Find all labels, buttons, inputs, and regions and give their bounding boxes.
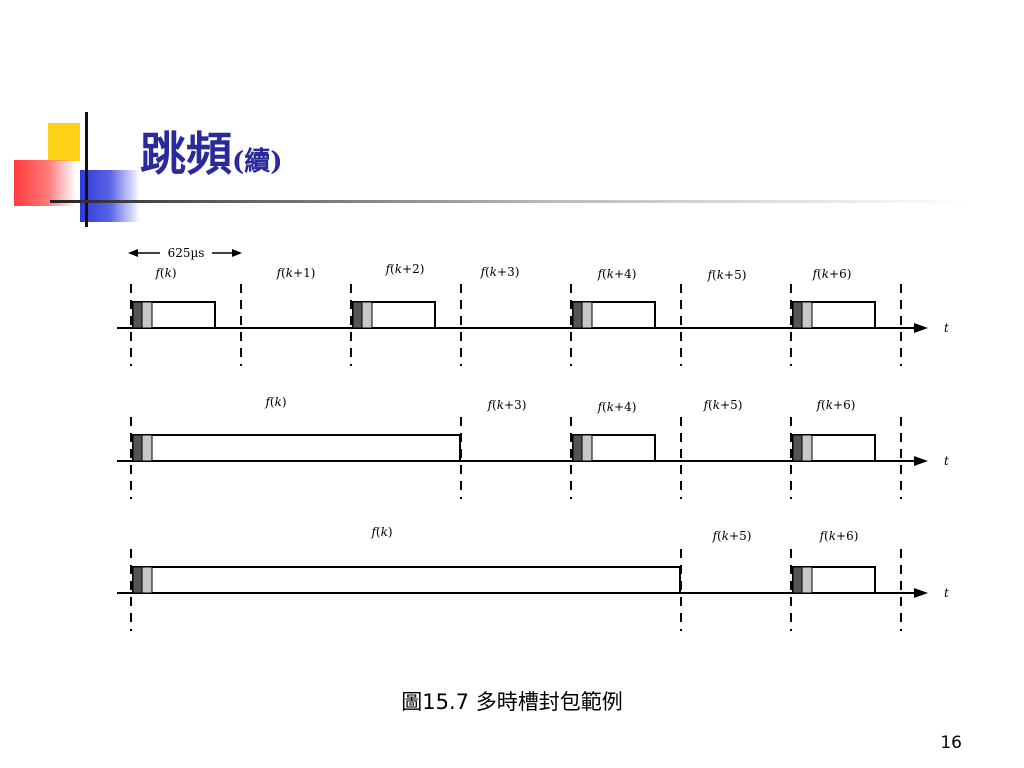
slot-duration-arrowhead-right bbox=[232, 249, 242, 257]
packet-access-code bbox=[132, 434, 143, 462]
packet-header bbox=[141, 434, 153, 462]
packet-access-code bbox=[792, 301, 803, 329]
packet-box bbox=[132, 566, 681, 594]
slide-title-sub: (續) bbox=[232, 147, 283, 177]
packet-access-code bbox=[352, 301, 363, 329]
packet-access-code bbox=[132, 301, 143, 329]
decor-vertical-line bbox=[85, 112, 88, 227]
hop-frequency-label: f(k+4) bbox=[597, 267, 637, 281]
packet-header bbox=[801, 301, 813, 329]
hop-frequency-label: f(k+5) bbox=[712, 529, 752, 543]
hop-frequency-label: f(k+6) bbox=[816, 398, 856, 412]
hop-frequency-label: f(k+2) bbox=[385, 262, 425, 276]
hop-frequency-label: f(k+6) bbox=[812, 267, 852, 281]
time-axis-arrowhead bbox=[914, 323, 928, 333]
hop-frequency-label: f(k) bbox=[370, 525, 392, 539]
page-number: 16 bbox=[940, 733, 962, 753]
hop-frequency-label: f(k+4) bbox=[597, 400, 637, 414]
packet-access-code bbox=[132, 566, 143, 594]
hop-frequency-label: f(k+5) bbox=[707, 268, 747, 282]
packet-header bbox=[141, 301, 153, 329]
packet-access-code bbox=[572, 301, 583, 329]
time-axis-label: t bbox=[944, 321, 949, 335]
slide-title-main: 跳頻 bbox=[140, 127, 232, 181]
slot-duration-label: 625µs bbox=[168, 246, 205, 260]
slot-duration-arrowhead-left bbox=[128, 249, 138, 257]
hop-frequency-label: f(k) bbox=[264, 395, 286, 409]
packet-header bbox=[801, 434, 813, 462]
packet-access-code bbox=[792, 434, 803, 462]
packet-header bbox=[801, 566, 813, 594]
time-axis-arrowhead bbox=[914, 588, 928, 598]
decor-blue-square bbox=[80, 170, 140, 222]
packet-header bbox=[361, 301, 373, 329]
hop-frequency-label: f(k+1) bbox=[276, 266, 316, 280]
packet-access-code bbox=[572, 434, 583, 462]
hop-frequency-label: f(k) bbox=[154, 266, 176, 280]
time-axis-arrowhead bbox=[914, 456, 928, 466]
packet-header bbox=[581, 434, 593, 462]
decor-yellow-square bbox=[48, 123, 80, 161]
decor-red-square bbox=[14, 160, 76, 206]
packet-access-code bbox=[792, 566, 803, 594]
time-axis-label: t bbox=[944, 586, 949, 600]
hop-frequency-label: f(k+6) bbox=[819, 529, 859, 543]
hop-frequency-label: f(k+3) bbox=[487, 398, 527, 412]
packet-header bbox=[581, 301, 593, 329]
time-axis-label: t bbox=[944, 454, 949, 468]
slide-title: 跳頻(續) bbox=[140, 124, 283, 192]
hop-frequency-label: f(k+3) bbox=[480, 265, 520, 279]
packet-header bbox=[141, 566, 153, 594]
hop-frequency-label: f(k+5) bbox=[703, 398, 743, 412]
figure-caption: 圖15.7 多時槽封包範例 bbox=[401, 690, 623, 714]
packet-box bbox=[132, 434, 461, 462]
title-underline bbox=[50, 200, 970, 203]
